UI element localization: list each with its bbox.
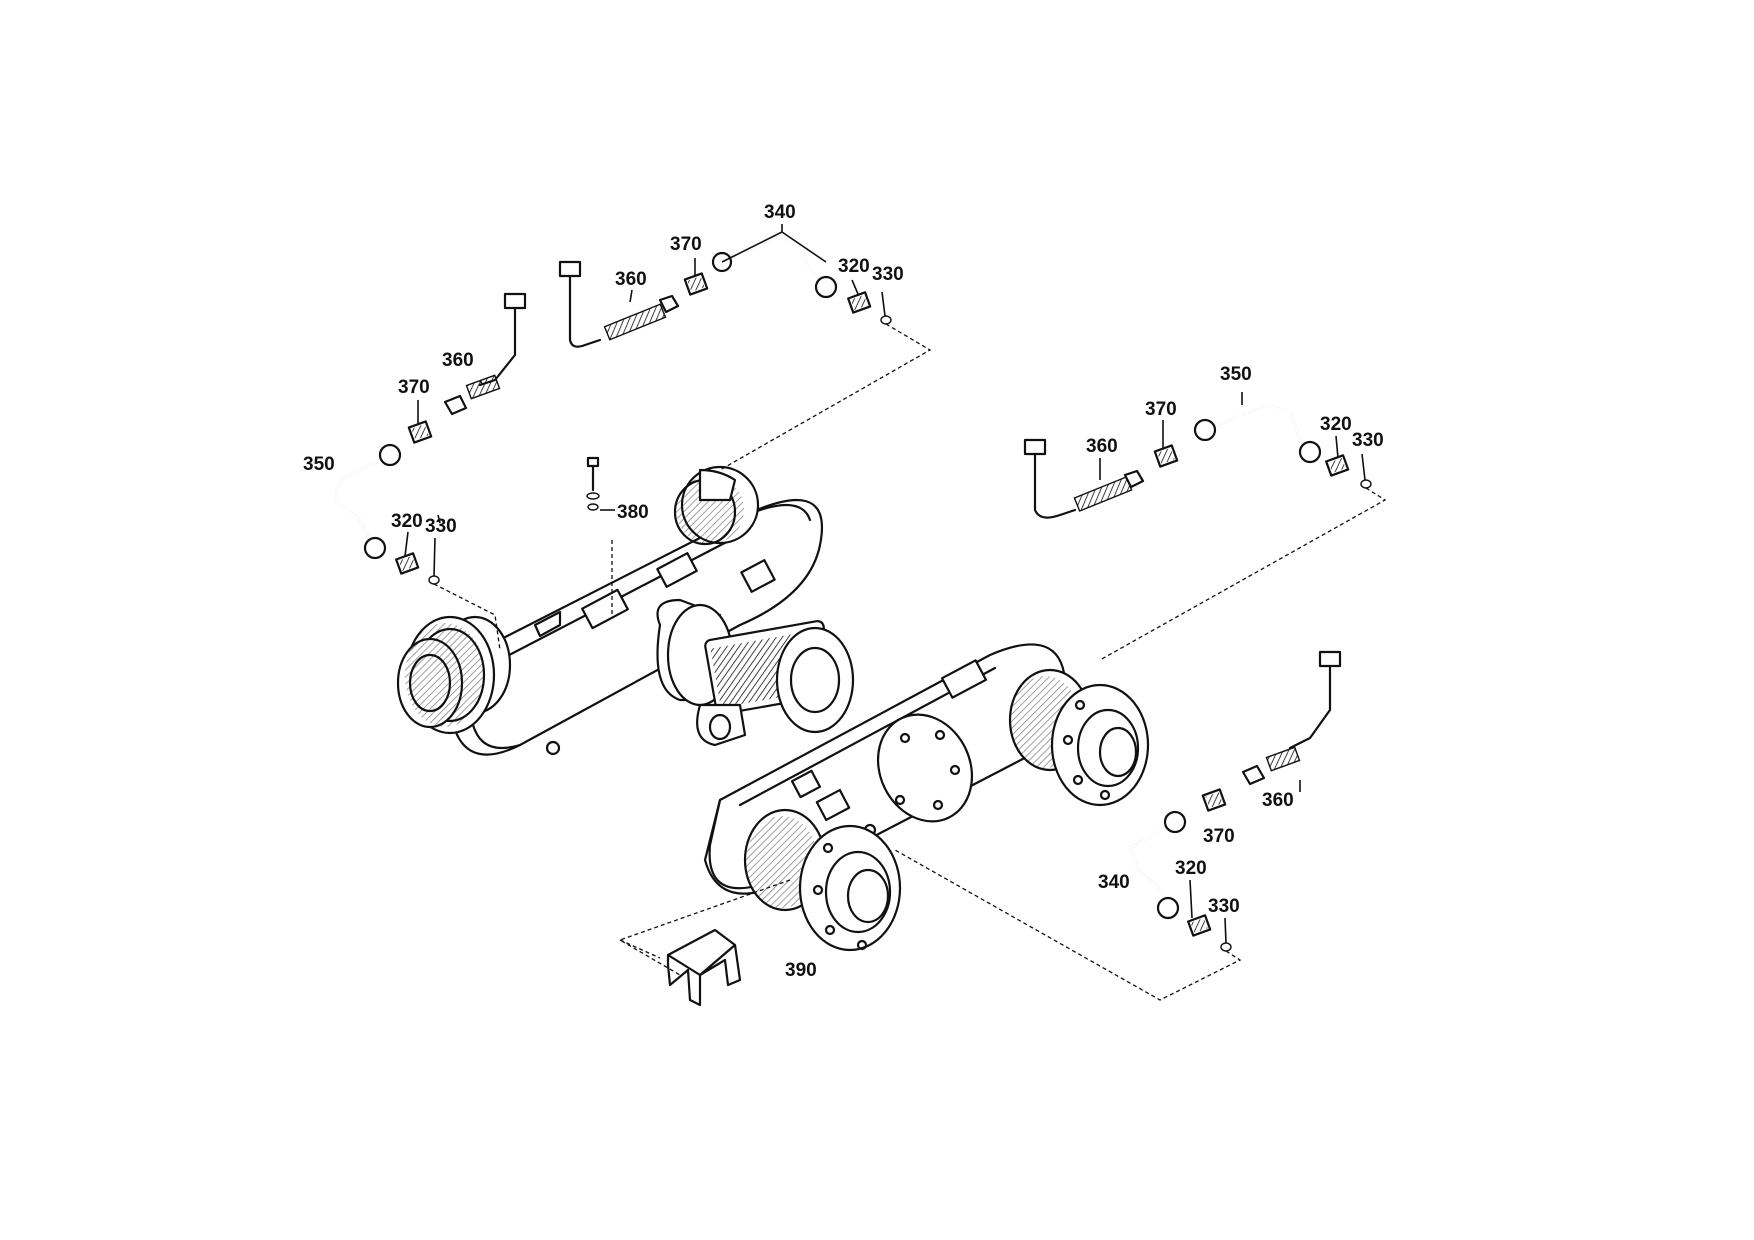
washer-330-top (880, 315, 892, 325)
rear-right-wheel-hub (673, 465, 760, 546)
pipe-350-right (1193, 403, 1322, 464)
bolt-380 (586, 456, 600, 511)
washer-330-lower (1220, 942, 1232, 952)
bracket-390 (666, 928, 742, 1007)
label-320-right: 320 (1320, 414, 1352, 435)
label-360-top: 360 (615, 269, 647, 290)
label-340-top: 340 (764, 202, 796, 223)
fitting-370-top (683, 272, 709, 296)
fitting-370-left (407, 420, 433, 444)
label-360-lower: 360 (1262, 790, 1294, 811)
front-right-wheel-hub (1008, 668, 1150, 807)
label-320-lower: 320 (1175, 858, 1207, 879)
label-370-left: 370 (398, 377, 430, 398)
bolt-360-lower (1241, 650, 1342, 786)
label-350-right: 350 (1220, 364, 1252, 385)
fitting-320-left (395, 552, 420, 575)
part-labels: 340 370 360 320 330 360 370 350 320 330 … (303, 202, 1384, 981)
fitting-320-right (1325, 454, 1350, 477)
bolt-360-top (558, 260, 680, 348)
leader-lines (404, 224, 1366, 944)
front-left-wheel-hub (743, 808, 902, 952)
bolt-360-left (443, 292, 527, 416)
label-380: 380 (617, 502, 649, 523)
pipe-340-top (711, 235, 838, 299)
label-390: 390 (785, 960, 817, 981)
label-340-lower: 340 (1098, 872, 1130, 893)
label-370-lower: 370 (1203, 826, 1235, 847)
label-360-left: 360 (442, 350, 474, 371)
fitting-320-top (847, 291, 872, 314)
washer-330-left (428, 575, 440, 585)
label-370-top: 370 (670, 234, 702, 255)
assembly-lines (433, 323, 1387, 1001)
label-370-right: 370 (1145, 399, 1177, 420)
fitting-370-lower (1201, 788, 1227, 812)
fitting-370-right (1153, 444, 1179, 468)
pipe-350-left (333, 443, 402, 560)
bolt-360-right (1023, 438, 1145, 519)
rear-bogie-housing (453, 498, 823, 756)
label-330-top: 330 (872, 264, 904, 285)
label-330-right: 330 (1352, 430, 1384, 451)
center-differential (656, 598, 855, 747)
rear-left-wheel-hub (396, 615, 512, 735)
label-320-left: 320 (391, 511, 423, 532)
washer-330-right (1360, 479, 1372, 489)
label-350-left: 350 (303, 454, 335, 475)
label-360-right: 360 (1086, 436, 1118, 457)
label-330-left: 330 (425, 516, 457, 537)
label-330-lower: 330 (1208, 896, 1240, 917)
fitting-320-lower (1187, 914, 1212, 937)
pipe-340-lower (1128, 810, 1187, 920)
label-320-top: 320 (838, 256, 870, 277)
